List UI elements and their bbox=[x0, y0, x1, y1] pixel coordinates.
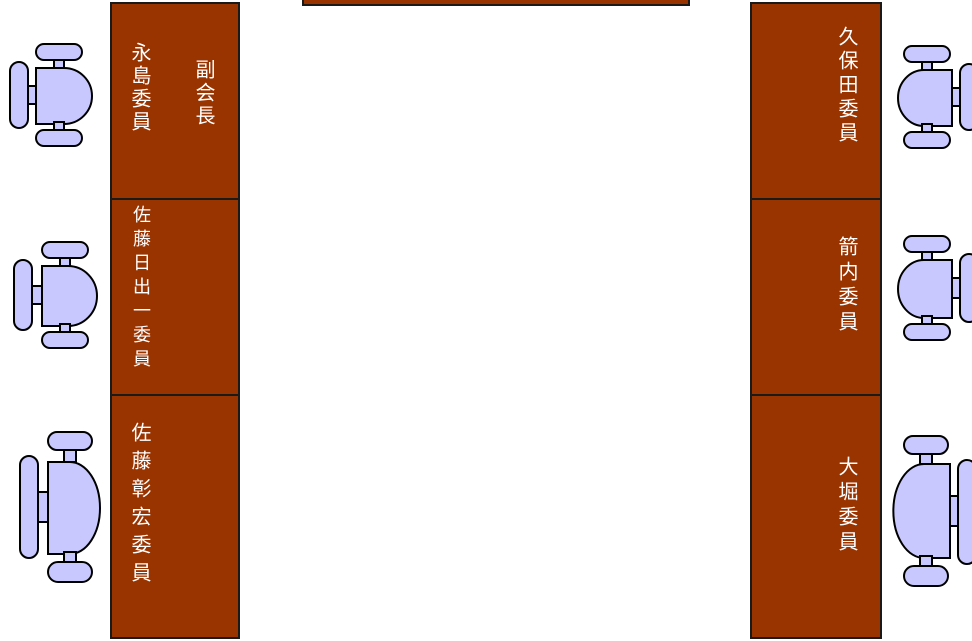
office-chair-icon bbox=[18, 430, 104, 586]
member-name-sato-akihiro: 佐藤彰宏委員 bbox=[128, 422, 152, 590]
desk-right-1: 久保田委員 bbox=[750, 2, 882, 202]
member-name-nagashima: 永島委員 bbox=[128, 42, 152, 134]
desk-right-3: 大堀委員 bbox=[750, 394, 882, 639]
desk-left-2: 佐藤日出一委員 bbox=[110, 198, 240, 398]
office-chair-icon bbox=[890, 434, 972, 590]
desk-left-3: 佐藤彰宏委員 bbox=[110, 394, 240, 639]
member-title-vice-chair: 副会長 bbox=[192, 59, 216, 128]
member-name-kubota: 久保田委員 bbox=[835, 26, 859, 146]
member-name-sato-hideichi: 佐藤日出一委員 bbox=[130, 205, 151, 373]
office-chair-icon bbox=[12, 240, 98, 350]
office-chair-icon bbox=[892, 234, 972, 342]
member-name-ohori: 大堀委員 bbox=[835, 456, 859, 556]
desk-left-1: 永島委員 副会長 bbox=[110, 2, 240, 202]
member-name-yanai: 箭内委員 bbox=[835, 236, 859, 336]
top-table bbox=[302, 0, 690, 6]
office-chair-icon bbox=[8, 42, 94, 148]
office-chair-icon bbox=[892, 44, 972, 150]
desk-right-2: 箭内委員 bbox=[750, 198, 882, 398]
